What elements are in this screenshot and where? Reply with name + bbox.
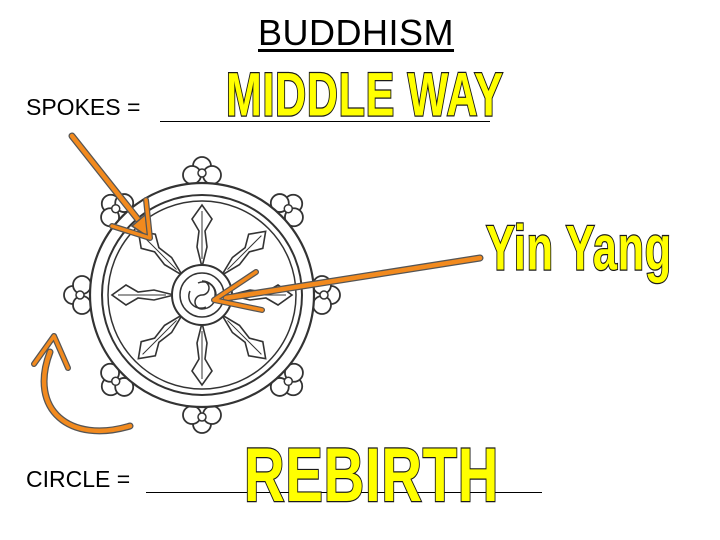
slide-title: BUDDHISM <box>258 12 455 53</box>
spokes-answer-blank <box>160 121 490 122</box>
answer-middle-way: MIDDLE WAY <box>225 60 504 131</box>
arrow-icon <box>68 132 153 241</box>
spokes-label: SPOKES = <box>26 94 141 120</box>
curved-arrow-icon <box>31 333 134 435</box>
answer-rebirth: REBIRTH <box>243 432 500 519</box>
answer-yin-yang: Yin Yang <box>485 212 672 285</box>
circle-answer-blank <box>146 492 542 493</box>
circle-label: CIRCLE = <box>26 466 131 492</box>
dharma-wheel-icon <box>63 156 341 434</box>
arrow-icon <box>211 254 484 313</box>
